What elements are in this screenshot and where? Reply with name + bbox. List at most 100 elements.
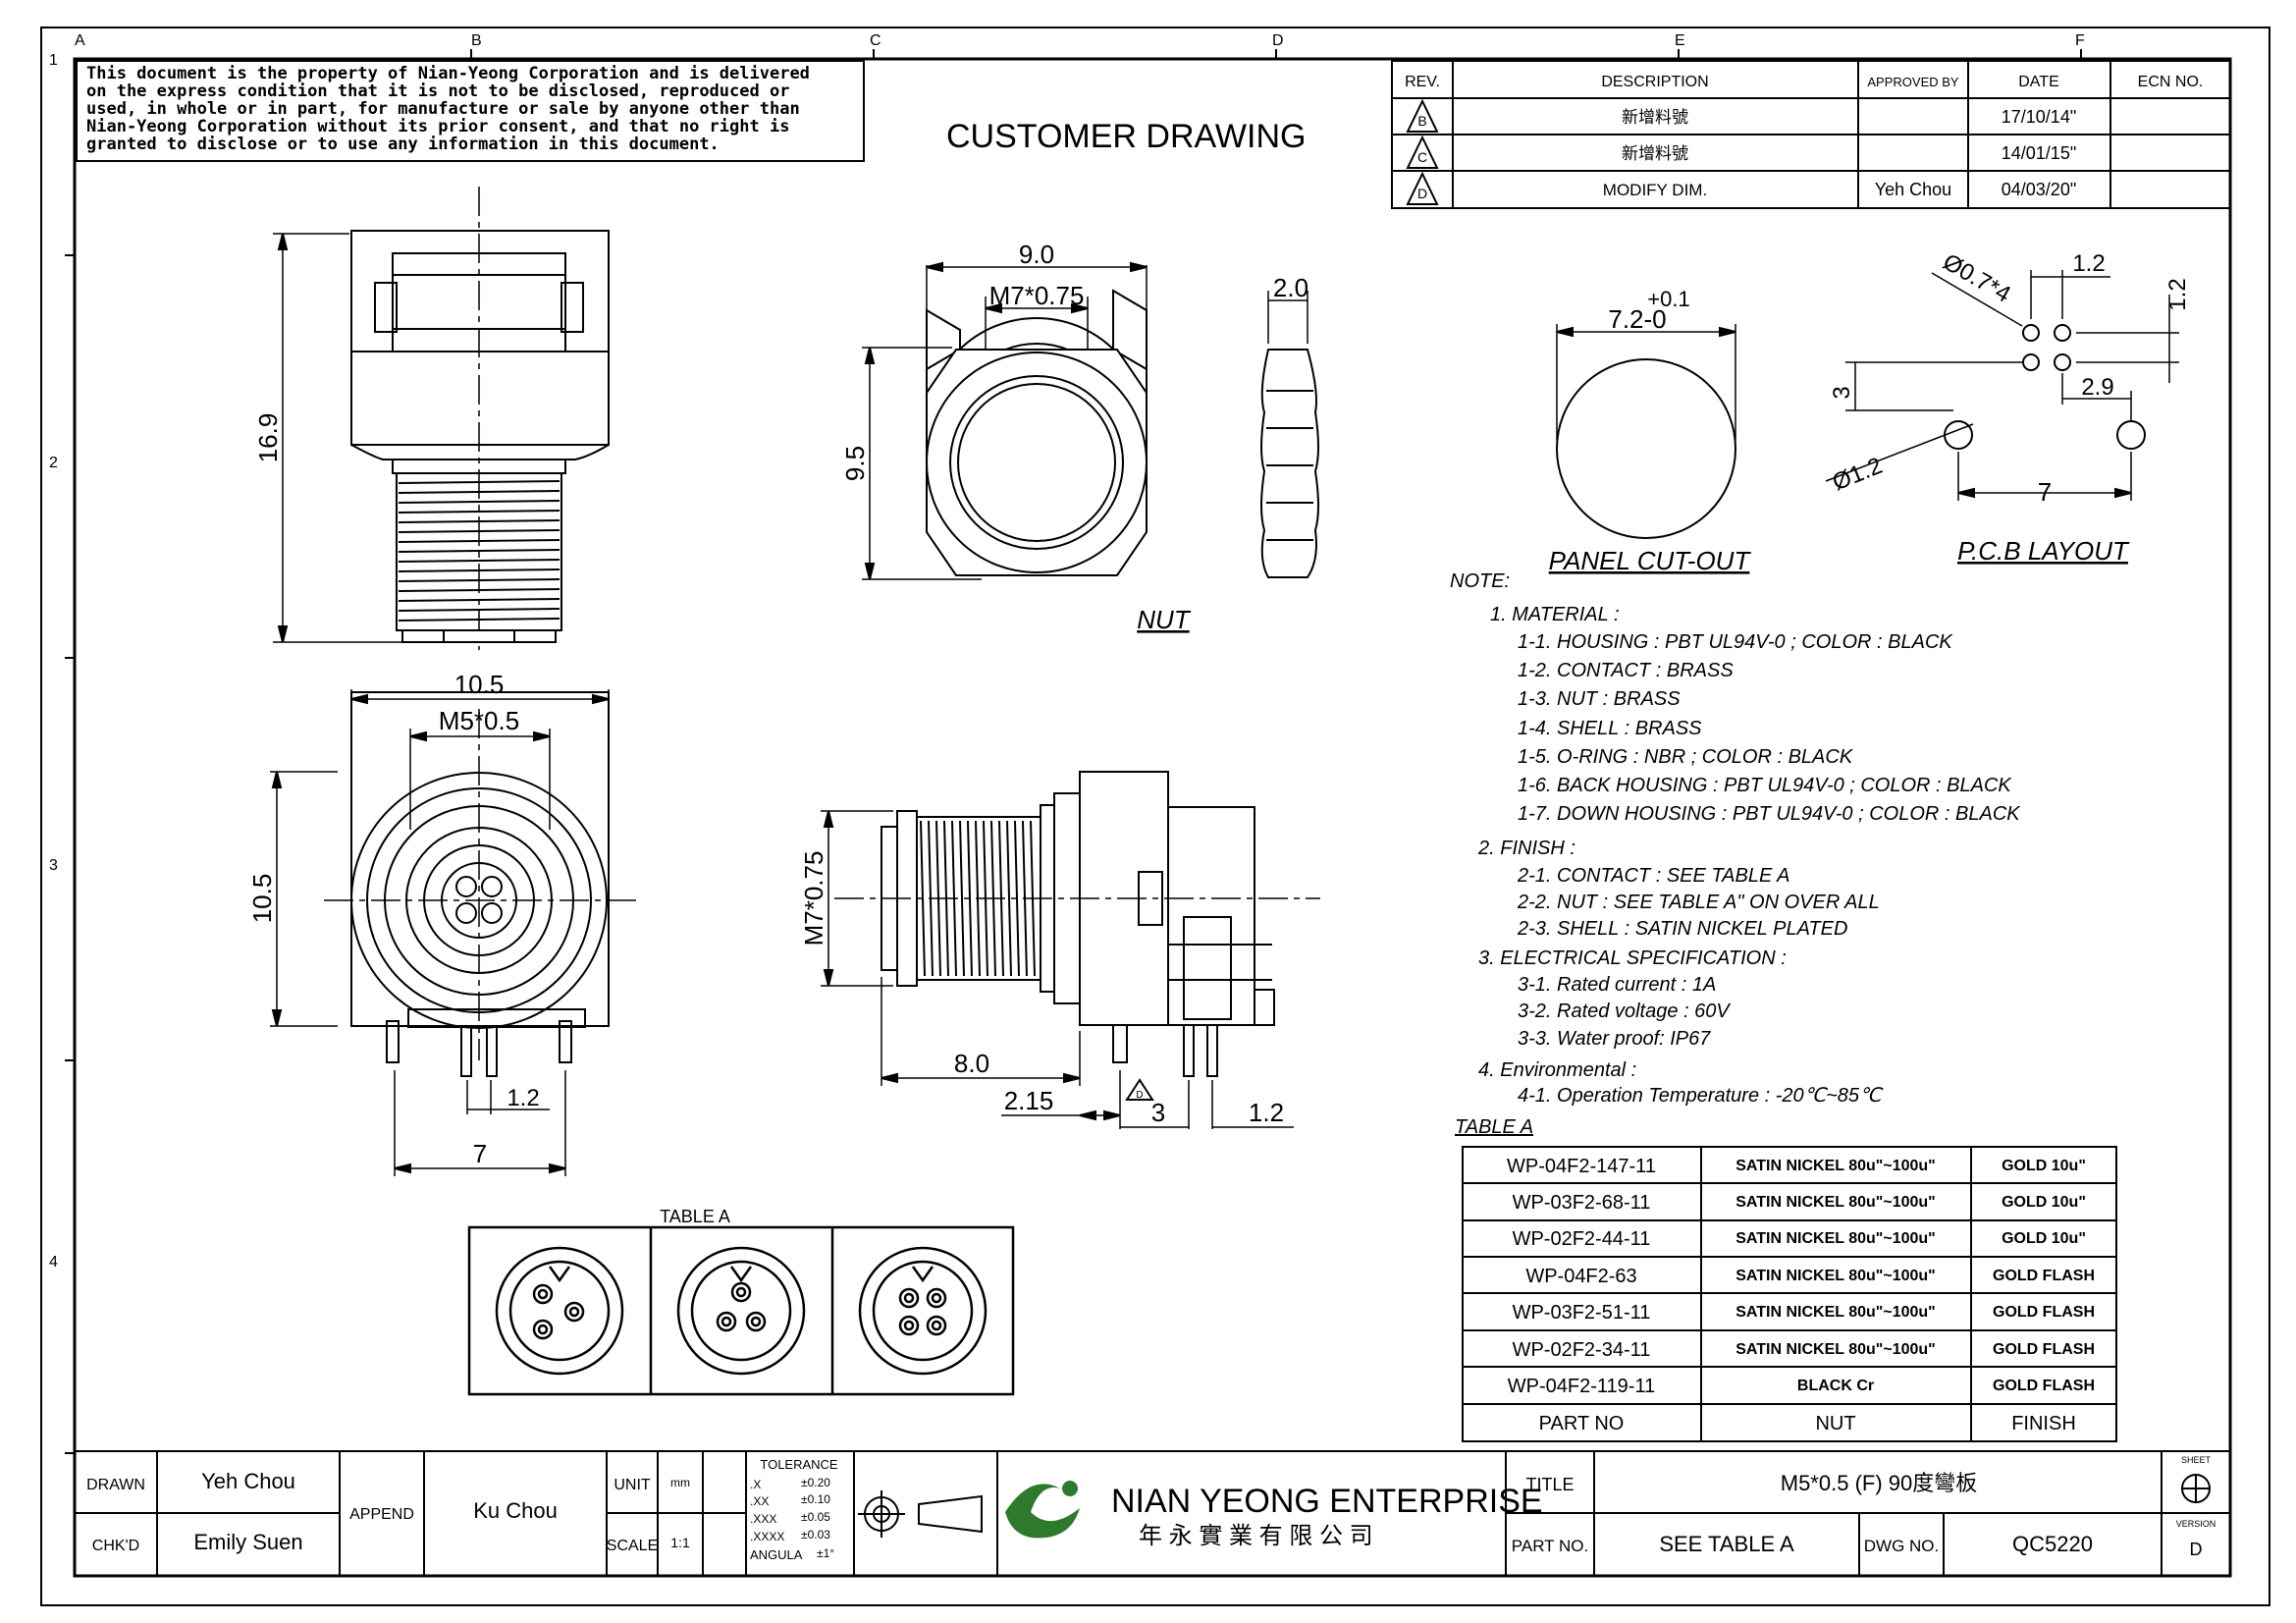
drawn-value: Yeh Chou: [201, 1469, 295, 1493]
pcb-big-hole-dim: Ø1.2: [1829, 453, 1886, 497]
bottom-span-dim: 7: [473, 1139, 487, 1168]
unit-label: UNIT: [614, 1477, 651, 1493]
contact-layouts: [467, 1225, 1015, 1396]
rev-approved: Yeh Chou: [1875, 180, 1951, 199]
panel-cutout: [1556, 324, 1736, 539]
note-line: 2-2. NUT : SEE TABLE A" ON OVER ALL: [1517, 892, 1880, 913]
pcb-y-dim: 1.2: [2164, 278, 2191, 310]
nut-hexagon: [926, 349, 1148, 576]
table-a-nut: SATIN NICKEL 80u"~100u": [1735, 1304, 1936, 1321]
pcb-layout: [1825, 270, 2179, 501]
front-height-dim: 16.9: [253, 413, 283, 463]
table-a-part: WP-02F2-44-11: [1513, 1228, 1651, 1250]
bottom-pitch-dim: 1.2: [507, 1085, 539, 1111]
col-letter: A: [75, 32, 85, 49]
table-a-part: WP-04F2-119-11: [1508, 1376, 1655, 1397]
table-a-finish: GOLD 10u": [2002, 1230, 2086, 1247]
rev-letter: D: [1417, 186, 1427, 201]
table-a-finish: GOLD FLASH: [1993, 1378, 2095, 1394]
chkd-value: Emily Suen: [193, 1530, 302, 1554]
note-line: 4-1. Operation Temperature : -20℃~85℃: [1518, 1085, 1884, 1107]
description-header: DESCRIPTION: [1601, 74, 1708, 90]
note-line: 3-2. Rated voltage : 60V: [1518, 1001, 1731, 1022]
pcb-a-dim: 3: [1829, 386, 1855, 399]
side-pin-dim: 3: [1151, 1098, 1165, 1127]
pcb-b-dim: 2.9: [2081, 374, 2113, 401]
nut-width-dim: 9.0: [1019, 240, 1054, 269]
company-name-cn: 年 永 實 業 有 限 公 司: [1139, 1523, 1373, 1549]
tolerance-key: .XXX: [750, 1512, 776, 1526]
rev-description: MODIFY DIM.: [1603, 181, 1707, 199]
table-a-drawing-title: TABLE A: [660, 1207, 730, 1226]
title-block-grid: [74, 1450, 2231, 1577]
revision-table-headers: REV. DESCRIPTION APPROVED BY DATE ECN NO…: [1405, 74, 2203, 90]
notice-text: This document is the property of Nian-Ye…: [86, 64, 810, 154]
table-a-nut: SATIN NICKEL 80u"~100u": [1735, 1230, 1936, 1247]
table-a-rows: WP-04F2-147-11 SATIN NICKEL 80u"~100u" G…: [1507, 1156, 2095, 1434]
note-line: 1-1. HOUSING : PBT UL94V-0 ; COLOR : BLA…: [1518, 631, 1953, 653]
panel-label: PANEL CUT-OUT: [1549, 546, 1752, 575]
table-a-part: WP-02F2-34-11: [1513, 1339, 1651, 1361]
pcb-label: P.C.B LAYOUT: [1957, 536, 2130, 566]
side-thread-dim: M7*0.75: [799, 851, 828, 947]
row-number: 1: [49, 52, 58, 69]
row-number: 4: [49, 1254, 58, 1271]
table-a-nut: BLACK Cr: [1797, 1378, 1874, 1394]
col-letter: F: [2075, 32, 2085, 49]
append-value: Ku Chou: [473, 1498, 558, 1523]
table-a-finish: GOLD 10u": [2002, 1158, 2086, 1174]
notice-box: [76, 60, 865, 162]
note-line: 1-2. CONTACT : BRASS: [1518, 660, 1734, 681]
note-line: 1-4. SHELL : BRASS: [1518, 718, 1702, 739]
part-value: SEE TABLE A: [1659, 1532, 1794, 1556]
notice-line: used, in whole or in part, for manufactu…: [86, 99, 800, 119]
col-letter: D: [1272, 32, 1284, 49]
note-line: 2. FINISH :: [1477, 838, 1575, 859]
drawing-heading: CUSTOMER DRAWING: [946, 118, 1306, 155]
tolerance-value: ±0.10: [801, 1492, 830, 1506]
tolerance-value: ±1°: [817, 1546, 834, 1560]
table-a-part: WP-04F2-63: [1525, 1266, 1636, 1287]
table-a-part: WP-03F2-51-11: [1513, 1302, 1651, 1324]
unit-value: mm: [670, 1476, 690, 1489]
side-view: [821, 771, 1320, 1129]
tolerance-key: .X: [750, 1478, 761, 1491]
rev-date: 14/01/15": [2002, 143, 2076, 163]
dwg-value: QC5220: [2012, 1532, 2093, 1556]
row-numbers: 1 2 3 4: [49, 52, 58, 1271]
table-a-finish: GOLD FLASH: [1993, 1341, 2095, 1358]
row-number: 2: [49, 455, 58, 471]
rev-letter: B: [1417, 113, 1426, 129]
dwg-label: DWG NO.: [1864, 1537, 1940, 1555]
append-label: APPEND: [349, 1506, 414, 1523]
cutout-dim: 7.2-0: [1608, 304, 1666, 334]
approved-header: APPROVED BY: [1867, 75, 1959, 89]
table-a-finish: GOLD 10u": [2002, 1194, 2086, 1211]
version-label: VERSION: [2176, 1519, 2216, 1529]
table-a-grid: [1462, 1146, 2117, 1442]
table-a-finish: GOLD FLASH: [1993, 1268, 2095, 1284]
table-a-part: WP-03F2-68-11: [1513, 1192, 1651, 1214]
nut-thick-dim: 2.0: [1273, 273, 1308, 302]
note-line: 2-1. CONTACT : SEE TABLE A: [1517, 865, 1789, 887]
side-pitch-dim: 1.2: [1249, 1098, 1284, 1127]
table-a-footer: PART NO: [1539, 1413, 1625, 1434]
table-a-nut: SATIN NICKEL 80u"~100u": [1735, 1268, 1936, 1284]
note-line: 1-5. O-RING : NBR ; COLOR : BLACK: [1518, 746, 1854, 768]
tolerance-list: .X ±0.20 .XX ±0.10 .XXX ±0.05 .XXXX ±0.0…: [750, 1476, 834, 1562]
tolerance-key: .XX: [750, 1494, 769, 1508]
note-line: 1-7. DOWN HOUSING : PBT UL94V-0 ; COLOR …: [1518, 803, 2021, 825]
title-label: TITLE: [1525, 1475, 1574, 1494]
nut-label: NUT: [1137, 605, 1192, 634]
drawn-label: DRAWN: [86, 1477, 145, 1493]
column-letters: A B C D E F: [75, 32, 2085, 49]
rev-description: 新增料號: [1622, 108, 1688, 127]
version-value: D: [2190, 1540, 2203, 1559]
note-line: 3-1. Rated current : 1A: [1518, 974, 1716, 996]
note-line: 1. MATERIAL :: [1490, 604, 1620, 625]
revision-rows: B 新增料號 17/10/14" C 新增料號 14/01/15" D MODI…: [1417, 107, 2076, 201]
ecn-header: ECN NO.: [2138, 74, 2204, 90]
rev-letter: C: [1417, 149, 1427, 165]
note-line: 3-3. Water proof: IP67: [1518, 1028, 1711, 1050]
bottom-view: [270, 689, 638, 1176]
